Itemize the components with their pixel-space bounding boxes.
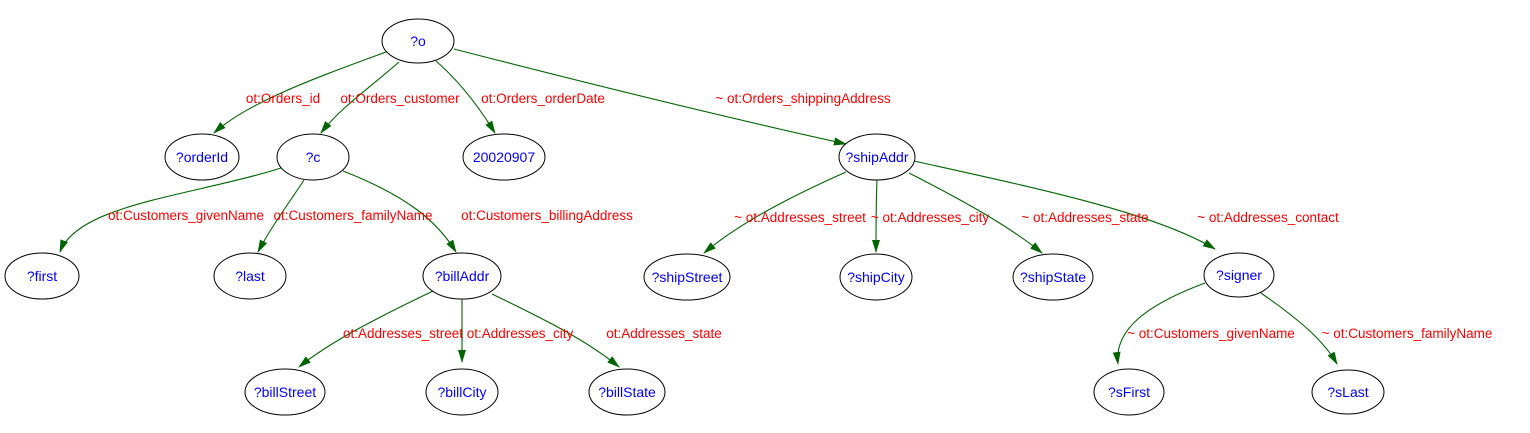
node-shipAddr bbox=[838, 133, 916, 181]
node-signer bbox=[1203, 252, 1275, 298]
edge-o-to-c bbox=[320, 61, 400, 134]
node-label-o: ?o bbox=[410, 33, 426, 49]
node-shipStreet bbox=[643, 253, 731, 301]
edge-shipAddr-to-shipStreet bbox=[703, 171, 847, 254]
edge-billAddr-to-billState bbox=[491, 293, 620, 368]
node-billCity bbox=[425, 368, 499, 416]
edge-signer-to-sLast bbox=[1260, 292, 1338, 365]
node-orderId bbox=[164, 133, 240, 181]
edge-o-to-orderId bbox=[213, 51, 387, 134]
nodes-layer: ?o ?orderId ?c 20020907 ?shipAddr ?first ?last… bbox=[4, 18, 1385, 416]
node-label-c: ?c bbox=[306, 149, 321, 165]
node-label-orderDate: 20020907 bbox=[473, 149, 536, 165]
node-shipState bbox=[1012, 253, 1094, 301]
edge-label-o-to-orderId: ot:Orders_id bbox=[246, 91, 320, 106]
node-label-sFirst: ?sFirst bbox=[1108, 384, 1150, 400]
edge-label-billAddr-to-billStreet: ot:Addresses_street bbox=[343, 326, 463, 341]
node-label-last: ?last bbox=[235, 268, 265, 284]
edge-label-billAddr-to-billState: ot:Addresses_state bbox=[606, 326, 722, 341]
edge-label-c-to-billAddr: ot:Customers_billingAddress bbox=[461, 208, 633, 223]
node-shipCity bbox=[839, 253, 913, 301]
edge-c-to-last bbox=[257, 179, 305, 253]
edge-label-shipAddr-to-shipStreet: ~ ot:Addresses_street bbox=[734, 210, 866, 225]
edge-label-o-to-c: ot:Orders_customer bbox=[340, 91, 460, 106]
node-label-shipStreet: ?shipStreet bbox=[652, 269, 723, 285]
edge-label-o-to-orderDate: ot:Orders_orderDate bbox=[481, 91, 605, 106]
node-label-orderId: ?orderId bbox=[176, 149, 228, 165]
node-sFirst bbox=[1093, 368, 1165, 416]
node-billAddr bbox=[422, 252, 502, 300]
node-label-sLast: ?sLast bbox=[1327, 384, 1368, 400]
node-label-shipAddr: ?shipAddr bbox=[845, 149, 908, 165]
edge-labels-layer: ot:Orders_id ot:Orders_customer ot:Orders_… bbox=[108, 91, 1492, 341]
edge-billAddr-to-billStreet bbox=[298, 290, 434, 368]
node-label-shipState: ?shipState bbox=[1020, 269, 1086, 285]
node-label-billStreet: ?billStreet bbox=[254, 384, 316, 400]
edge-c-to-billAddr bbox=[342, 170, 457, 253]
edge-label-c-to-last: ot:Customers_familyName bbox=[273, 208, 432, 223]
edge-label-shipAddr-to-shipState: ~ ot:Addresses_state bbox=[1021, 210, 1148, 225]
edge-c-to-first bbox=[59, 167, 282, 253]
edge-label-o-to-shipAddr: ~ ot:Orders_shippingAddress bbox=[715, 91, 890, 106]
edge-label-shipAddr-to-shipCity: ~ ot:Addresses_city bbox=[871, 210, 989, 225]
node-label-billAddr: ?billAddr bbox=[435, 268, 490, 284]
node-label-signer: ?signer bbox=[1216, 267, 1262, 283]
node-first bbox=[4, 252, 80, 300]
node-label-billState: ?billState bbox=[598, 384, 656, 400]
edge-shipAddr-to-signer bbox=[913, 160, 1216, 250]
edge-label-signer-to-sFirst: ~ ot:Customers_givenName bbox=[1127, 326, 1295, 341]
edge-shipAddr-to-shipCity bbox=[872, 179, 881, 253]
node-c bbox=[276, 133, 350, 181]
node-o bbox=[381, 18, 455, 64]
node-orderDate bbox=[462, 133, 546, 181]
edge-o-to-shipAddr bbox=[453, 48, 847, 146]
node-last bbox=[213, 252, 287, 300]
node-label-billCity: ?billCity bbox=[437, 384, 486, 400]
node-label-shipCity: ?shipCity bbox=[847, 269, 905, 285]
node-sLast bbox=[1311, 369, 1385, 415]
edge-label-billAddr-to-billCity: ot:Addresses_city bbox=[467, 326, 574, 341]
edge-o-to-orderDate bbox=[435, 60, 496, 134]
edge-label-signer-to-sLast: ~ ot:Customers_familyName bbox=[1322, 326, 1493, 341]
edge-shipAddr-to-shipState bbox=[908, 172, 1043, 254]
node-label-first: ?first bbox=[27, 268, 57, 284]
node-billState bbox=[588, 368, 666, 416]
edge-label-c-to-first: ot:Customers_givenName bbox=[108, 208, 264, 223]
edge-signer-to-sFirst bbox=[1112, 282, 1206, 365]
edges-layer bbox=[59, 48, 1338, 368]
node-billStreet bbox=[244, 368, 326, 416]
edge-label-shipAddr-to-signer: ~ ot:Addresses_contact bbox=[1197, 210, 1339, 225]
